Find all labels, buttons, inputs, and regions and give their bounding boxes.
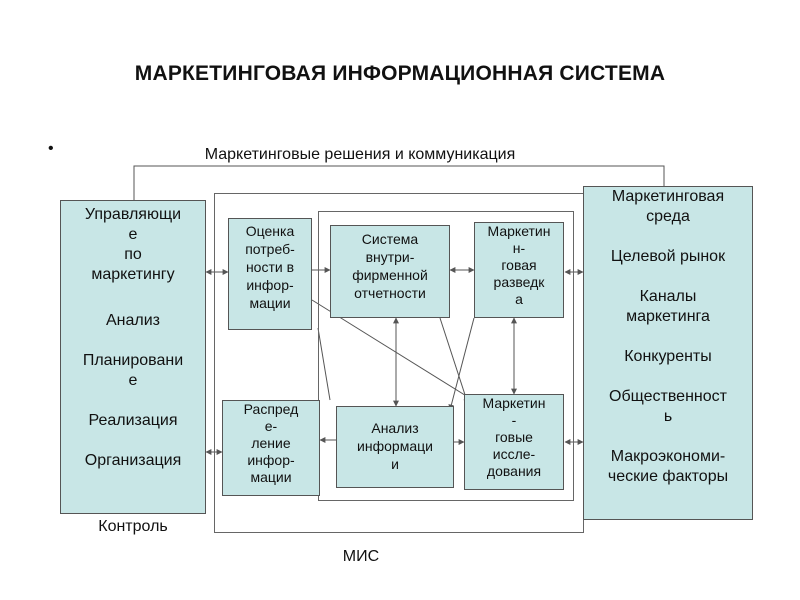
block-text-line: Система <box>361 231 419 247</box>
managers-item-implementation: Реализация <box>88 412 178 429</box>
block-marketing-research: Маркетин - говые иссле- дования <box>464 394 564 490</box>
environment-item-macro-tail: ческие факторы <box>607 468 729 485</box>
block-text-line: мации <box>250 469 292 485</box>
block-text-line: разведк <box>493 274 545 290</box>
diagonal-line-2 <box>439 317 470 405</box>
mis-label: МИС <box>342 548 380 565</box>
mis-inner-frame <box>318 211 574 501</box>
block-text-line: иссле- <box>492 446 536 462</box>
block-text-line: Маркетин <box>482 395 546 411</box>
environment-header-line: среда <box>646 208 690 225</box>
block-text-line: внутри- <box>365 249 415 265</box>
managers-header-line: маркетингу <box>91 266 175 283</box>
block-text-line: дования <box>486 463 542 479</box>
managers-header-line: по <box>124 246 142 263</box>
block-text-line: Маркетин <box>487 223 551 239</box>
block-text-line: говая <box>501 257 537 273</box>
environment-box: Маркетинговая среда Целевой рынок Каналы… <box>583 186 753 520</box>
block-text-line: информаци <box>357 438 433 454</box>
block-text-line: Оценка <box>245 223 295 239</box>
managers-item-analysis: Анализ <box>105 312 160 329</box>
environment-item-competitors: Конкуренты <box>624 348 712 365</box>
top-label: Маркетинговые решения и коммуникация <box>204 146 516 163</box>
diagonal-line-3 <box>448 317 475 411</box>
bullet-mark: • <box>48 140 54 157</box>
block-text-line: инфор- <box>247 452 295 468</box>
managers-item-organization: Организация <box>84 452 182 469</box>
managers-header-line: е <box>128 226 138 243</box>
block-text-line: Анализ <box>371 420 419 436</box>
environment-item-public-tail: ь <box>663 408 673 425</box>
managers-header: Управляющи е по маркетингу <box>61 205 205 285</box>
block-text-line: говые <box>495 429 533 445</box>
environment-item-channels: Каналы <box>639 288 697 305</box>
block-text-line: ности в <box>245 259 295 275</box>
block-text-line: ление <box>251 435 291 451</box>
block-marketing-intelligence: Маркетин н- говая разведк а <box>474 222 564 318</box>
managers-item-planning: Планировани <box>82 352 184 369</box>
block-information-analysis: Анализ информаци и <box>336 406 454 488</box>
block-text-line: и <box>391 456 399 472</box>
block-information-distribution: Распред е- ление инфор- мации <box>222 400 320 496</box>
block-text-line: потреб- <box>245 241 295 257</box>
block-text-line: инфор- <box>246 277 294 293</box>
block-text-line: н- <box>512 240 526 256</box>
block-text-line: - <box>511 412 517 428</box>
block-internal-reporting: Система внутри- фирменной отчетности <box>330 225 450 318</box>
environment-header-line: Маркетинговая <box>611 188 725 205</box>
block-text-line: мации <box>249 295 291 311</box>
block-text-line: фирменной <box>352 267 428 283</box>
environment-item-public: Общественност <box>609 388 727 405</box>
block-text-line: Распред <box>243 401 299 417</box>
environment-item-channels-tail: маркетинга <box>626 308 710 325</box>
block-text-line: е- <box>264 418 278 434</box>
block-text-line: а <box>515 291 523 307</box>
page-title: МАРКЕТИНГОВАЯ ИНФОРМАЦИОННАЯ СИСТЕМА <box>134 62 666 85</box>
managers-box: Управляющи е по маркетингу Анализ Планир… <box>60 200 206 514</box>
block-needs-assessment: Оценка потреб- ности в инфор- мации <box>228 218 312 330</box>
environment-item-target-market: Целевой рынок <box>610 248 726 265</box>
diagonal-line-4 <box>317 327 331 401</box>
block-text-line: отчетности <box>354 285 426 301</box>
environment-item-macro: Макроэкономи- <box>610 448 726 465</box>
managers-header-line: Управляющи <box>84 206 182 223</box>
managers-item-planning-tail: е <box>128 372 138 389</box>
managers-footer-control: Контроль <box>98 518 168 535</box>
feedback-line <box>133 165 665 200</box>
